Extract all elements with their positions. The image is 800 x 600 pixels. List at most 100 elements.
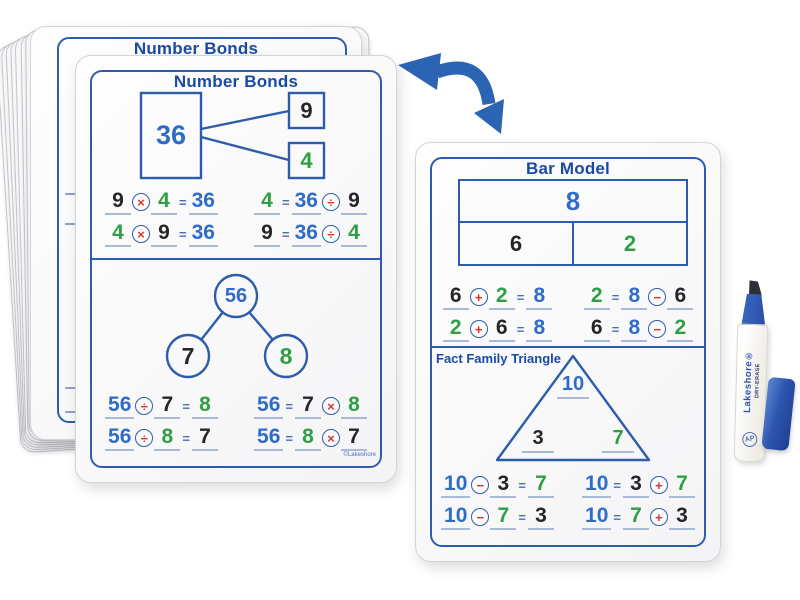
equation: 10−3=7 [432, 471, 563, 498]
equals-sign: = [518, 510, 526, 525]
equation-term: 2 [583, 285, 610, 310]
circle-bond-whole-value: 56 [224, 284, 248, 307]
fact-family-triangle-diagram [495, 354, 651, 462]
triangle-right-value: 7 [602, 427, 634, 453]
equation-term: 8 [191, 394, 218, 419]
fact-family-triangle-label: Fact Family Triangle [436, 351, 561, 366]
divide-operator-icon: ÷ [321, 225, 340, 243]
equation: 6=8−2 [573, 315, 704, 342]
equals-sign: = [179, 195, 187, 210]
equation: 56=7×8 [241, 392, 380, 419]
equation-term: 4 [151, 190, 178, 215]
equation-term: 7 [154, 394, 181, 419]
equation: 9×4=36 [92, 188, 231, 215]
equals-sign: = [611, 322, 620, 337]
divide-operator-icon: ÷ [135, 429, 154, 447]
multiplication-division-equations: 9×4=36 4=36÷9 4×9=36 9=36÷4 [92, 188, 380, 247]
equals-sign: = [613, 510, 621, 525]
equation-term: 7 [191, 426, 218, 451]
number-bond-diagram-lines [139, 91, 326, 379]
equation-term: 8 [154, 426, 181, 451]
equation-term: 7 [490, 505, 517, 530]
equation-term: 36 [291, 222, 321, 247]
bar-model-board: Bar Model 8 6 2 6+2=8 2=8−6 2+6=8 6=8−2 … [415, 142, 721, 562]
equation: 56=8×7 [241, 424, 380, 451]
equation: 4×9=36 [92, 220, 231, 247]
equation-term: 36 [188, 190, 218, 215]
equation-term: 36 [291, 190, 321, 215]
triangle-left-value: 3 [522, 427, 554, 453]
equation-term: 7 [340, 426, 367, 451]
equation-term: 4 [340, 222, 367, 247]
bar-part-right-value: 2 [623, 230, 637, 256]
minus-operator-icon: − [648, 288, 667, 306]
equation-term: 7 [527, 473, 554, 498]
equation-term: 2 [667, 317, 694, 342]
equation: 4=36÷9 [241, 188, 380, 215]
equals-sign: = [182, 431, 190, 446]
equation-term: 8 [294, 426, 321, 451]
multiply-operator-icon: × [132, 193, 151, 211]
plus-operator-icon: + [649, 508, 668, 526]
equation-term: 2 [488, 285, 515, 310]
division-multiplication-equations: 56÷7=8 56=7×8 56÷8=7 56=8×7 [92, 392, 380, 451]
equation-term: 6 [583, 317, 610, 342]
equation: 6+2=8 [432, 283, 563, 310]
equation-term: 2 [442, 317, 469, 342]
equation-term: 6 [488, 317, 515, 342]
multiply-operator-icon: × [321, 429, 340, 447]
board-border [430, 157, 706, 547]
equation-term: 9 [105, 190, 132, 215]
equation-term: 4 [254, 190, 281, 215]
equals-sign: = [182, 399, 190, 414]
equation: 9=36÷4 [241, 220, 380, 247]
equation-term: 7 [294, 394, 321, 419]
back-board-title: Number Bonds [133, 39, 259, 58]
divide-operator-icon: ÷ [321, 193, 340, 211]
equals-sign: = [285, 431, 293, 446]
subtraction-addition-equations: 10−3=7 10=3+7 10−7=3 10=7+3 [432, 471, 704, 530]
equation: 10=3+7 [573, 471, 704, 498]
equation-term: 36 [188, 222, 218, 247]
equation-term: 10 [582, 505, 612, 530]
equation-term: 4 [105, 222, 132, 247]
multiply-operator-icon: × [132, 225, 151, 243]
number-bonds-board: Number Bonds 36 9 4 9×4=36 4= [75, 55, 397, 483]
equals-sign: = [282, 227, 290, 242]
minus-operator-icon: − [471, 476, 490, 494]
equation-term: 10 [582, 473, 612, 498]
equation-term: 56 [254, 394, 284, 419]
equation-term: 10 [441, 473, 471, 498]
equation-term: 7 [622, 505, 649, 530]
minus-operator-icon: − [471, 508, 490, 526]
equation-term: 9 [254, 222, 281, 247]
equals-sign: = [611, 290, 620, 305]
bond-whole-value: 36 [155, 120, 187, 150]
multiply-operator-icon: × [321, 397, 340, 415]
marker-nose [741, 294, 766, 327]
equals-sign: = [285, 399, 293, 414]
plus-operator-icon: + [649, 476, 668, 494]
circle-bond-right-value: 8 [279, 342, 293, 369]
equation-term: 3 [490, 473, 517, 498]
divide-operator-icon: ÷ [135, 397, 154, 415]
equation: 10=7+3 [573, 503, 704, 530]
equation-term: 7 [668, 473, 695, 498]
circle-bond-left-value: 7 [181, 342, 195, 369]
equation-term: 10 [441, 505, 471, 530]
equation-term: 8 [621, 317, 648, 342]
equation-term: 3 [622, 473, 649, 498]
ap-seal-icon: AP [741, 430, 759, 449]
equation: 56÷8=7 [92, 424, 231, 451]
minus-operator-icon: − [648, 320, 667, 338]
equation: 2=8−6 [573, 283, 704, 310]
equation-term: 3 [668, 505, 695, 530]
section-divider [430, 346, 706, 348]
plus-operator-icon: + [469, 288, 488, 306]
equation-term: 8 [340, 394, 367, 419]
equation-term: 8 [526, 285, 553, 310]
board-border [90, 70, 382, 468]
marker-brand-text: Lakeshore® [741, 348, 755, 413]
equation-term: 9 [151, 222, 178, 247]
equation-term: 56 [254, 426, 284, 451]
